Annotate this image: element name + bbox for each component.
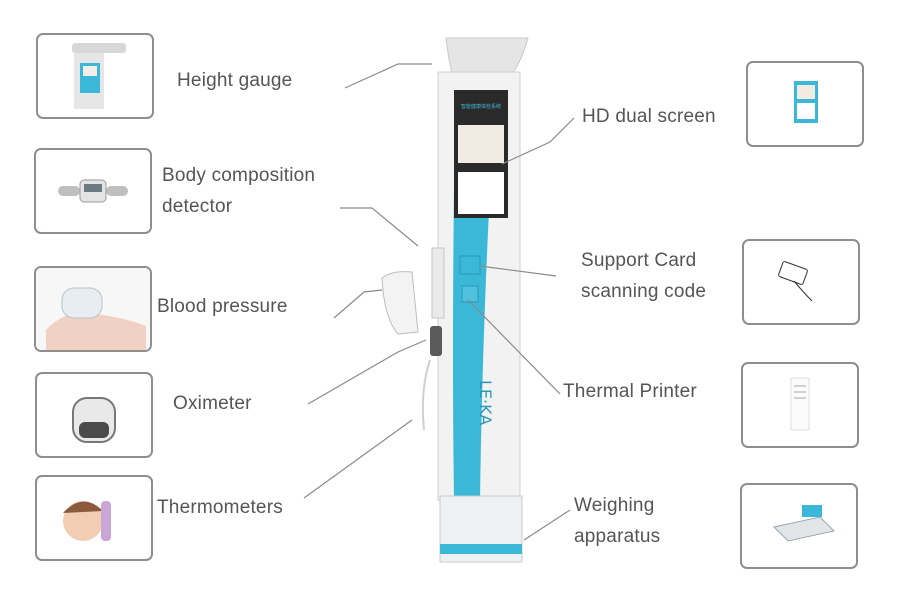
label-body-composition-line1: Body composition: [162, 165, 316, 186]
blood-pressure-cuff: [381, 271, 419, 335]
line-weighing: [523, 509, 571, 541]
label-height-gauge: Height gauge: [177, 70, 293, 91]
line-thermometers: [303, 419, 413, 499]
label-thermal-printer: Thermal Printer: [563, 381, 697, 402]
side-arm: [431, 247, 445, 319]
line-hd-screen: [501, 117, 575, 165]
body-composition-image: [58, 179, 128, 203]
oximeter-device: [430, 326, 442, 356]
line-blood-pressure: [333, 289, 383, 319]
upper-screen: [458, 125, 504, 163]
oximeter-thumbnail: [35, 372, 153, 458]
cable: [421, 359, 431, 431]
thermometers-image: [63, 501, 111, 541]
label-thermometers: Thermometers: [157, 497, 283, 518]
blood-pressure-image: [36, 268, 150, 350]
base-accent: [440, 544, 522, 554]
screen-title: 智能健康体检系统: [461, 103, 501, 110]
support-card-thumbnail: [742, 239, 860, 325]
label-oximeter: Oximeter: [173, 393, 252, 414]
receipt-image: [790, 377, 810, 431]
label-support-card-line1: Support Card: [581, 250, 697, 271]
line-thermal-printer: [467, 299, 561, 395]
line-oximeter: [307, 339, 427, 405]
hd-dual-screen-thumbnail: [746, 61, 864, 147]
blood-pressure-thumbnail: [34, 266, 152, 352]
thermal-printer-thumbnail: [741, 362, 859, 448]
oximeter-image: [72, 397, 116, 443]
label-weighing-line1: Weighing: [574, 495, 655, 516]
scale-image: [772, 505, 836, 542]
line-support-card: [479, 265, 557, 277]
lower-screen: [458, 172, 504, 214]
label-support-card-line2: scanning code: [581, 281, 707, 302]
label-body-composition-line2: detector: [162, 196, 233, 217]
weighing-thumbnail: [740, 483, 858, 569]
line-body-composition: [340, 207, 419, 247]
hd-dual-screen-image: [794, 81, 818, 123]
label-weighing-line2: apparatus: [574, 526, 661, 547]
body-composition-thumbnail: [34, 148, 152, 234]
thermometers-thumbnail: [35, 475, 153, 561]
card-image: [778, 261, 813, 302]
label-hd-dual-screen: HD dual screen: [582, 106, 716, 127]
brand-logo: LE·KA: [476, 380, 495, 425]
label-blood-pressure: Blood pressure: [157, 296, 288, 317]
card-scanner: [459, 255, 481, 275]
height-gauge-image: [72, 43, 126, 109]
height-gauge-thumbnail: [36, 33, 154, 119]
line-height-gauge: [344, 63, 432, 89]
